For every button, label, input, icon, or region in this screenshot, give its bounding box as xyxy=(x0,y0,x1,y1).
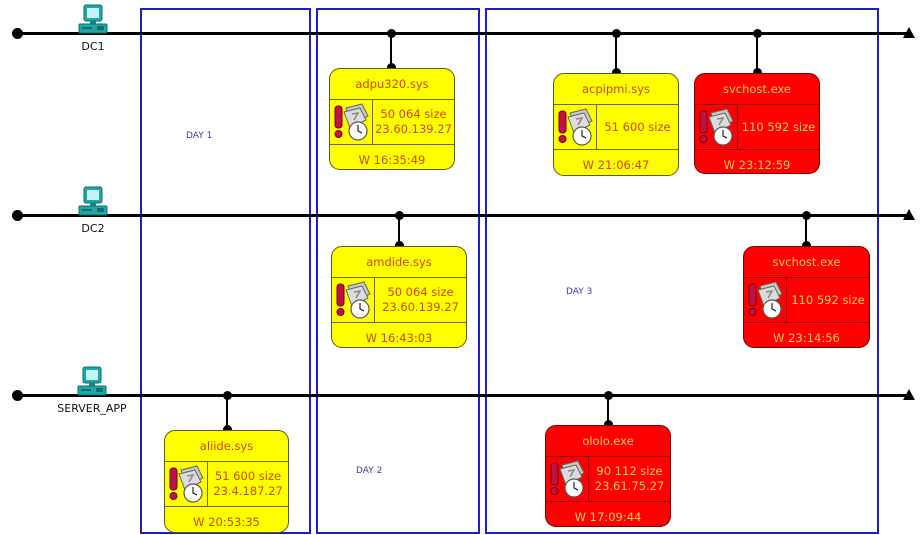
event-size: 110 592 size xyxy=(791,292,865,307)
event-ip: 23.60.139.27 xyxy=(375,122,452,136)
day-label-2: DAY 2 xyxy=(356,466,383,476)
computer-icon xyxy=(78,4,108,34)
event-card[interactable]: ololo.exe 90 112 size 23.61.75.27 W 17:0… xyxy=(545,425,671,527)
alert-clock-icon xyxy=(330,100,373,144)
event-time: W 20:53:35 xyxy=(193,515,260,529)
event-file-name: svchost.exe xyxy=(772,255,841,269)
event-size: 51 600 size xyxy=(214,469,282,483)
connector-dot xyxy=(603,420,613,429)
event-card[interactable]: acpipmi.sys 51 600 size W 21:06:47 xyxy=(553,73,679,176)
event-size: 50 064 size xyxy=(387,285,454,299)
event-time: W 16:43:03 xyxy=(365,331,433,345)
day-box-3 xyxy=(485,8,879,534)
event-file-name: amdide.sys xyxy=(366,255,432,269)
host-dc1[interactable]: DC1 xyxy=(63,4,123,53)
event-size: 50 064 size xyxy=(380,107,447,121)
connector-line xyxy=(226,395,228,430)
connector-dot xyxy=(611,68,621,77)
event-ip: 23.4.187.27 xyxy=(213,484,283,498)
event-ip: 23.61.75.27 xyxy=(594,479,665,493)
event-card[interactable]: svchost.exe 110 592 size W 23:14:56 xyxy=(743,246,870,348)
event-ip: 23.60.139.27 xyxy=(382,300,459,314)
computer-icon xyxy=(78,186,108,216)
event-file-name: acpipmi.sys xyxy=(581,82,650,96)
host-label: SERVER_APP xyxy=(57,402,127,415)
host-server-app[interactable]: SERVER_APP xyxy=(50,366,134,415)
timeline-arrow-icon xyxy=(903,389,915,400)
connector-line xyxy=(398,215,400,246)
alert-clock-icon xyxy=(554,105,597,149)
event-file-name: adpu320.sys xyxy=(355,77,429,91)
connector-dot xyxy=(222,425,232,434)
alert-clock-icon xyxy=(332,278,375,322)
event-size: 110 592 size xyxy=(741,119,816,134)
event-time: W 23:14:56 xyxy=(773,331,840,345)
connector-line xyxy=(607,395,609,425)
event-time: W 23:12:59 xyxy=(723,158,791,172)
connector-dot xyxy=(752,68,762,77)
event-file-name: ololo.exe xyxy=(582,434,634,448)
event-time: W 16:35:49 xyxy=(358,153,426,167)
day-box-2 xyxy=(316,8,480,534)
event-time: W 17:09:44 xyxy=(574,510,642,524)
event-card[interactable]: aliide.sys 51 600 size 23.4.187.27 W 20:… xyxy=(164,430,289,533)
timeline-start-dot xyxy=(12,210,23,221)
alert-clock-icon xyxy=(546,457,589,501)
connector-dot xyxy=(801,241,811,250)
timeline-arrow-icon xyxy=(903,209,915,220)
alert-clock-icon xyxy=(695,105,738,149)
day-label-3: DAY 3 xyxy=(566,287,593,297)
alert-clock-icon xyxy=(165,462,208,506)
alert-clock-icon xyxy=(744,278,787,322)
event-size: 51 600 size xyxy=(604,119,671,134)
day-box-1 xyxy=(140,8,311,534)
timeline-start-dot xyxy=(12,390,23,401)
event-card[interactable]: amdide.sys 50 064 size 23.60.139.27 W 16… xyxy=(331,246,467,348)
connector-line xyxy=(615,33,617,73)
event-card[interactable]: svchost.exe 110 592 size W 23:12:59 xyxy=(694,73,820,174)
host-label: DC1 xyxy=(81,40,105,53)
event-file-name: svchost.exe xyxy=(722,82,791,96)
connector-dot xyxy=(394,241,404,250)
host-dc2[interactable]: DC2 xyxy=(63,186,123,235)
event-file-name: aliide.sys xyxy=(199,439,254,453)
connector-dot xyxy=(386,63,396,72)
computer-icon xyxy=(77,366,107,396)
connector-line xyxy=(390,33,392,68)
event-size: 90 112 size xyxy=(596,464,663,478)
connector-line xyxy=(805,215,807,246)
timeline-start-dot xyxy=(12,28,23,39)
timeline-arrow-icon xyxy=(903,27,915,38)
event-time: W 21:06:47 xyxy=(582,158,650,172)
host-label: DC2 xyxy=(81,222,105,235)
event-card[interactable]: adpu320.sys 50 064 size 23.60.139.27 W 1… xyxy=(329,68,455,170)
connector-line xyxy=(756,33,758,73)
day-label-1: DAY 1 xyxy=(186,131,213,141)
